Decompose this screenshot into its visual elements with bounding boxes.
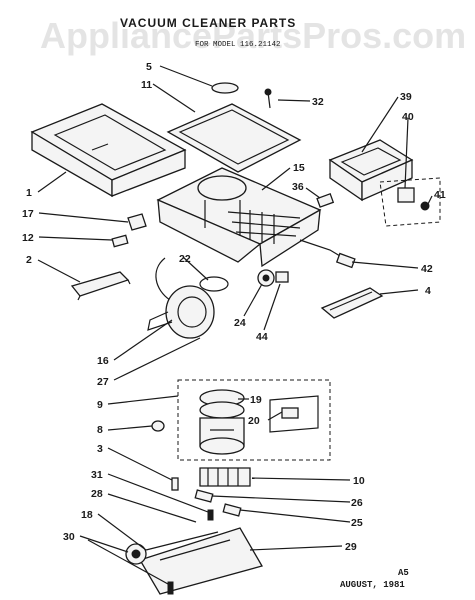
part-44-fitting bbox=[275, 271, 289, 283]
part-29-base-plate bbox=[139, 527, 263, 595]
callout-25: 25 bbox=[351, 517, 363, 529]
callout-15: 15 bbox=[293, 162, 305, 174]
part-8-nut bbox=[151, 420, 165, 432]
footer-date: AUGUST, 1981 bbox=[340, 580, 405, 590]
watermark: AppliancePartsPros.com bbox=[40, 15, 466, 56]
callout-8: 8 bbox=[97, 424, 103, 436]
callout-9: 9 bbox=[97, 399, 103, 411]
callout-40: 40 bbox=[402, 111, 414, 123]
part-screw-bottom bbox=[167, 581, 174, 595]
part-16-fan-housing bbox=[147, 285, 215, 339]
callout-32: 32 bbox=[312, 96, 324, 108]
part-30-wheel bbox=[125, 543, 147, 565]
callout-27: 27 bbox=[97, 376, 109, 388]
callout-10: 10 bbox=[353, 475, 365, 487]
part-22-ring bbox=[199, 276, 229, 292]
part-39-filter bbox=[328, 139, 414, 202]
part-9-motor-assembly bbox=[177, 379, 331, 461]
callout-2: 2 bbox=[26, 254, 32, 266]
part-1-cover-tray bbox=[30, 103, 187, 198]
callout-24: 24 bbox=[234, 317, 246, 329]
leader-lines bbox=[37, 65, 433, 585]
callout-numbers: 5 11 32 39 40 15 36 41 1 17 12 2 22 42 4… bbox=[22, 61, 446, 553]
callout-16: 16 bbox=[97, 355, 109, 367]
part-31-screw bbox=[207, 509, 214, 521]
callout-11: 11 bbox=[141, 79, 152, 91]
callout-18: 18 bbox=[81, 509, 93, 521]
callout-3: 3 bbox=[97, 443, 103, 455]
power-cord bbox=[155, 257, 171, 301]
callout-29: 29 bbox=[345, 541, 357, 553]
part-17-clip bbox=[127, 213, 147, 231]
callout-44: 44 bbox=[256, 331, 268, 343]
callout-39: 39 bbox=[400, 91, 412, 103]
callout-28: 28 bbox=[91, 488, 103, 500]
part-26-clip bbox=[194, 489, 214, 503]
part-42-cord bbox=[299, 239, 356, 269]
callout-26: 26 bbox=[351, 497, 363, 509]
callout-41: 41 bbox=[434, 189, 446, 201]
callout-30: 30 bbox=[63, 531, 75, 543]
part-3-screw bbox=[171, 477, 179, 491]
callout-12: 12 bbox=[22, 232, 34, 244]
part-10-band bbox=[199, 467, 251, 487]
part-15-housing bbox=[156, 167, 322, 268]
part-24-fitting bbox=[257, 269, 275, 287]
part-18-axle bbox=[145, 531, 219, 551]
part-11-gasket bbox=[166, 103, 302, 173]
callout-5: 5 bbox=[146, 61, 152, 73]
diagram-title: VACUUM CLEANER PARTS bbox=[120, 16, 296, 30]
callout-22: 22 bbox=[179, 253, 191, 265]
callout-42: 42 bbox=[421, 263, 433, 275]
part-4-handle bbox=[320, 287, 384, 319]
part-5-disc bbox=[211, 82, 239, 94]
part-20-bracket bbox=[269, 395, 319, 433]
part-2-bracket bbox=[70, 271, 131, 301]
callout-20: 20 bbox=[248, 415, 260, 427]
part-32-screw bbox=[264, 88, 272, 109]
callout-19: 19 bbox=[250, 394, 262, 406]
part-40-bracket bbox=[379, 177, 441, 227]
part-25-clip bbox=[222, 503, 242, 517]
callout-4: 4 bbox=[425, 285, 431, 297]
part-36-clip bbox=[316, 193, 335, 208]
callout-36: 36 bbox=[292, 181, 304, 193]
footer-code: A5 bbox=[398, 568, 409, 578]
callout-31: 31 bbox=[91, 469, 103, 481]
diagram-subtitle: FOR MODEL 116.21142 bbox=[195, 41, 281, 49]
callout-17: 17 bbox=[22, 208, 34, 220]
callout-1: 1 bbox=[26, 187, 32, 199]
part-12-block bbox=[111, 234, 129, 248]
